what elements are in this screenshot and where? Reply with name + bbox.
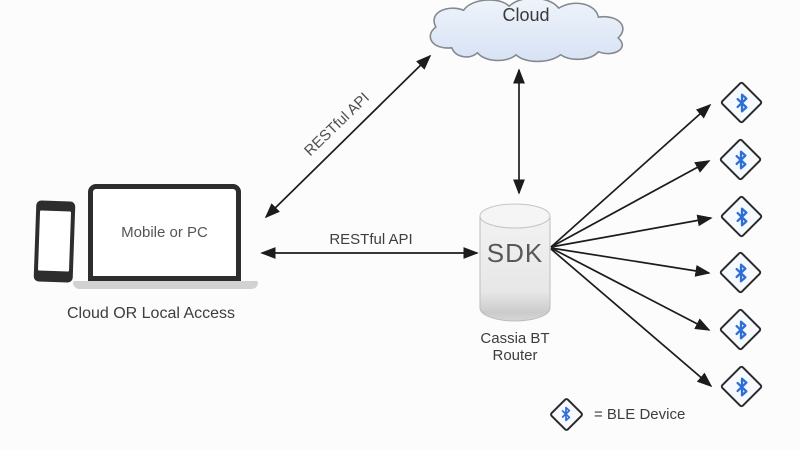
laptop-base [73,281,258,289]
cylinder-shape [479,203,551,322]
ble-device [719,80,765,126]
bluetooth-icon [735,263,747,283]
bluetooth-icon [736,207,748,227]
arrow-router-device-2 [550,160,711,248]
bluetooth-icon [561,406,571,422]
bluetooth-icon [736,93,748,113]
phone-icon [33,200,76,283]
ble-legend: = BLE Device [548,396,686,433]
arrow-router-device-6 [550,248,713,388]
router-node: SDK [478,202,552,326]
client-screen-label: Mobile or PC [121,224,208,241]
ble-device [719,364,765,410]
bluetooth-icon [735,150,747,170]
bluetooth-icon [736,377,748,397]
arrow-router-device-1 [550,103,712,248]
arrow-router-device-5 [550,247,711,331]
router-caption: Cassia BT Router [461,330,569,364]
ble-device [719,194,765,240]
arrow-router-device-3 [550,214,713,248]
cloud-label: Cloud [502,5,550,25]
local-api-label: RESTful API [329,231,413,248]
laptop-icon: Mobile or PC [88,184,241,281]
arrow-client-cloud [264,54,432,219]
ble-device [718,137,764,183]
phone-screen [37,210,72,272]
client-caption: Cloud OR Local Access [66,305,236,322]
router-caption-line1: Cassia BT [480,330,550,347]
router-caption-line2: Router [492,347,538,364]
router-label: SDK [486,238,544,268]
ble-device-legend-icon [548,396,585,433]
arrow-router-device-4 [550,247,711,277]
bluetooth-icon [735,320,747,340]
cloud-shape [429,0,624,63]
legend-text: = BLE Device [594,405,686,423]
ble-device [718,307,764,353]
ble-device [718,250,764,296]
cloud-node: Cloud [424,0,632,64]
